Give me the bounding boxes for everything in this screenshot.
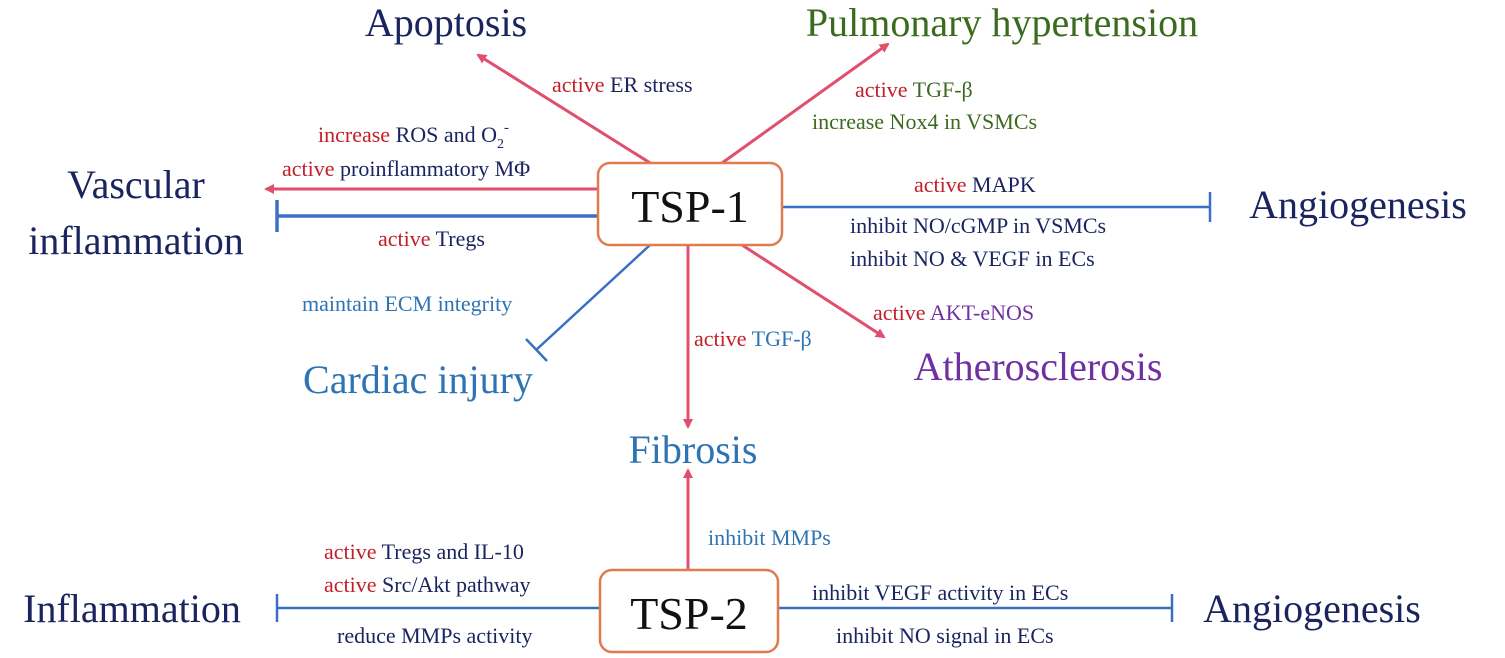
label-verb: active: [324, 539, 377, 564]
label-vascular-2: active proinflammatory MΦ: [282, 156, 530, 181]
label-text: Tregs and IL-10: [382, 539, 524, 564]
outcome-inflammation-word: inflammation: [28, 218, 244, 263]
label-text: TGF-β: [752, 326, 812, 351]
label-atherosclerosis: active AKT-eNOS: [873, 300, 1034, 325]
label-inflammation-1: active Tregs and IL-10: [324, 539, 524, 564]
edge-tsp1-pulmonary: [721, 42, 890, 165]
label-angiogenesis-2: inhibit NO/cGMP in VSMCs: [850, 213, 1106, 238]
label-pulmonary-2: increase Nox4 in VSMCs: [812, 109, 1037, 134]
label-vascular-1: increase ROS and O2-: [318, 120, 509, 152]
outcome-apoptosis: Apoptosis: [365, 0, 527, 45]
label-apoptosis: active ER stress: [552, 72, 693, 97]
outcome-atherosclerosis: Atherosclerosis: [914, 344, 1163, 389]
label-verb: active: [694, 326, 747, 351]
label-pulmonary-1: active TGF-β: [855, 77, 973, 102]
label-superscript: -: [504, 120, 509, 136]
label-text: MAPK: [972, 172, 1036, 197]
label-text: AKT-eNOS: [930, 300, 1034, 325]
outcome-angiogenesis-2: Angiogenesis: [1203, 586, 1421, 631]
label-text: proinflammatory MΦ: [340, 156, 530, 181]
label-verb: active: [282, 156, 335, 181]
label-angiogenesis-1: active MAPK: [914, 172, 1036, 197]
label-text: Src/Akt pathway: [382, 572, 530, 597]
label-fibrosis: active TGF-β: [694, 326, 812, 351]
edge-tsp1-cardiac: [535, 244, 651, 351]
outcome-pulmonary-hypertension: Pulmonary hypertension: [806, 0, 1198, 45]
label-text: Tregs: [436, 226, 485, 251]
label-text: ER stress: [610, 72, 693, 97]
outcome-inflammation: Inflammation: [23, 586, 241, 631]
label-text: TGF-β: [913, 77, 973, 102]
outcome-vascular: Vascular: [67, 162, 205, 207]
tsp1-node: [596, 161, 784, 247]
tsp1-label: TSP-1: [631, 181, 749, 232]
label-cardiac: maintain ECM integrity: [302, 291, 512, 316]
label-angiogenesis-3: inhibit NO & VEGF in ECs: [850, 246, 1095, 271]
label-fibrosis-tsp2: inhibit MMPs: [708, 525, 831, 550]
outcome-angiogenesis-1: Angiogenesis: [1249, 182, 1467, 227]
edge-tsp1-cardiac-bar: [525, 338, 548, 362]
label-verb: active: [855, 77, 908, 102]
label-angiogenesis-tsp2-2: inhibit NO signal in ECs: [836, 623, 1054, 648]
label-verb: active: [552, 72, 605, 97]
label-verb: active: [914, 172, 967, 197]
label-inflammation-2: active Src/Akt pathway: [324, 572, 531, 597]
label-inflammation-3: reduce MMPs activity: [337, 623, 533, 648]
label-subscript: 2: [497, 137, 504, 152]
tsp2-node: [598, 568, 780, 654]
tsp2-label: TSP-2: [630, 588, 748, 639]
edge-tsp1-atherosclerosis: [741, 243, 886, 339]
edge-tsp1-apoptosis: [476, 53, 656, 168]
label-angiogenesis-tsp2-1: inhibit VEGF activity in ECs: [812, 580, 1068, 605]
label-verb: active: [873, 300, 926, 325]
label-verb: increase: [318, 122, 390, 147]
label-verb: active: [378, 226, 431, 251]
label-verb: active: [324, 572, 377, 597]
outcome-fibrosis: Fibrosis: [629, 427, 758, 472]
label-text: ROS and O: [396, 122, 497, 147]
outcome-cardiac-injury: Cardiac injury: [303, 357, 533, 402]
label-vascular-3: active Tregs: [378, 226, 485, 251]
